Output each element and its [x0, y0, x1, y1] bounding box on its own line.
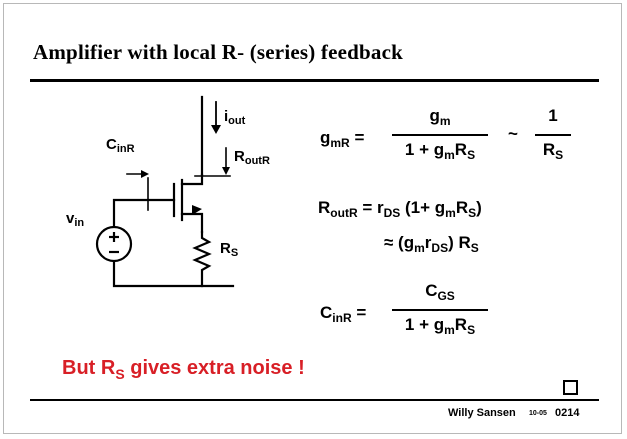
- slide-end-square: [563, 380, 578, 395]
- slide-title: Amplifier with local R- (series) feedbac…: [33, 40, 403, 64]
- approx-numerator: 1: [548, 106, 558, 125]
- gmr-numerator: gm: [429, 106, 451, 128]
- iout-arrow-head: [211, 125, 221, 134]
- ground-wire: [112, 260, 235, 288]
- approx-symbol: ~: [508, 124, 518, 143]
- vin-source: [95, 225, 133, 263]
- gmr-lhs: gmR =: [320, 128, 365, 150]
- rs-resistor: [192, 230, 212, 288]
- drain-stub: [180, 173, 204, 186]
- approx-fraction-bar: [535, 134, 571, 136]
- gate-wire: [112, 198, 176, 228]
- rs-label: RS: [220, 240, 239, 259]
- rout-arrow-head: [222, 167, 230, 175]
- source-stub: [180, 212, 204, 234]
- footer-page-number: 0214: [555, 407, 580, 419]
- footer-date: 10-05: [529, 410, 547, 417]
- gmr-denominator: 1 + gmRS: [404, 140, 476, 162]
- source-arrow-head: [192, 205, 202, 215]
- footer-author: Willy Sansen: [448, 407, 516, 419]
- footer-rule: [30, 399, 599, 401]
- title-rule: [30, 79, 599, 82]
- cin-denominator: 1 + gmRS: [404, 315, 476, 337]
- cin-label: CinR: [106, 136, 135, 155]
- cin-lhs: CinR =: [320, 303, 367, 325]
- cin-fraction-bar: [392, 309, 488, 311]
- rout-label: RoutR: [234, 148, 270, 167]
- gmr-fraction-bar: [392, 134, 488, 136]
- rout-approx: ≈ (gmrDS) RS: [384, 233, 479, 255]
- rout-equation: RoutR = rDS (1+ gmRS): [318, 198, 482, 220]
- iout-label: iout: [224, 108, 246, 127]
- cin-arrow-head: [141, 170, 149, 178]
- noise-note: But RS gives extra noise !: [62, 357, 305, 382]
- approx-denominator: RS: [542, 140, 564, 162]
- cin-numerator: CGS: [425, 281, 455, 303]
- vin-label: vin: [66, 210, 85, 229]
- slide-frame: [3, 3, 622, 434]
